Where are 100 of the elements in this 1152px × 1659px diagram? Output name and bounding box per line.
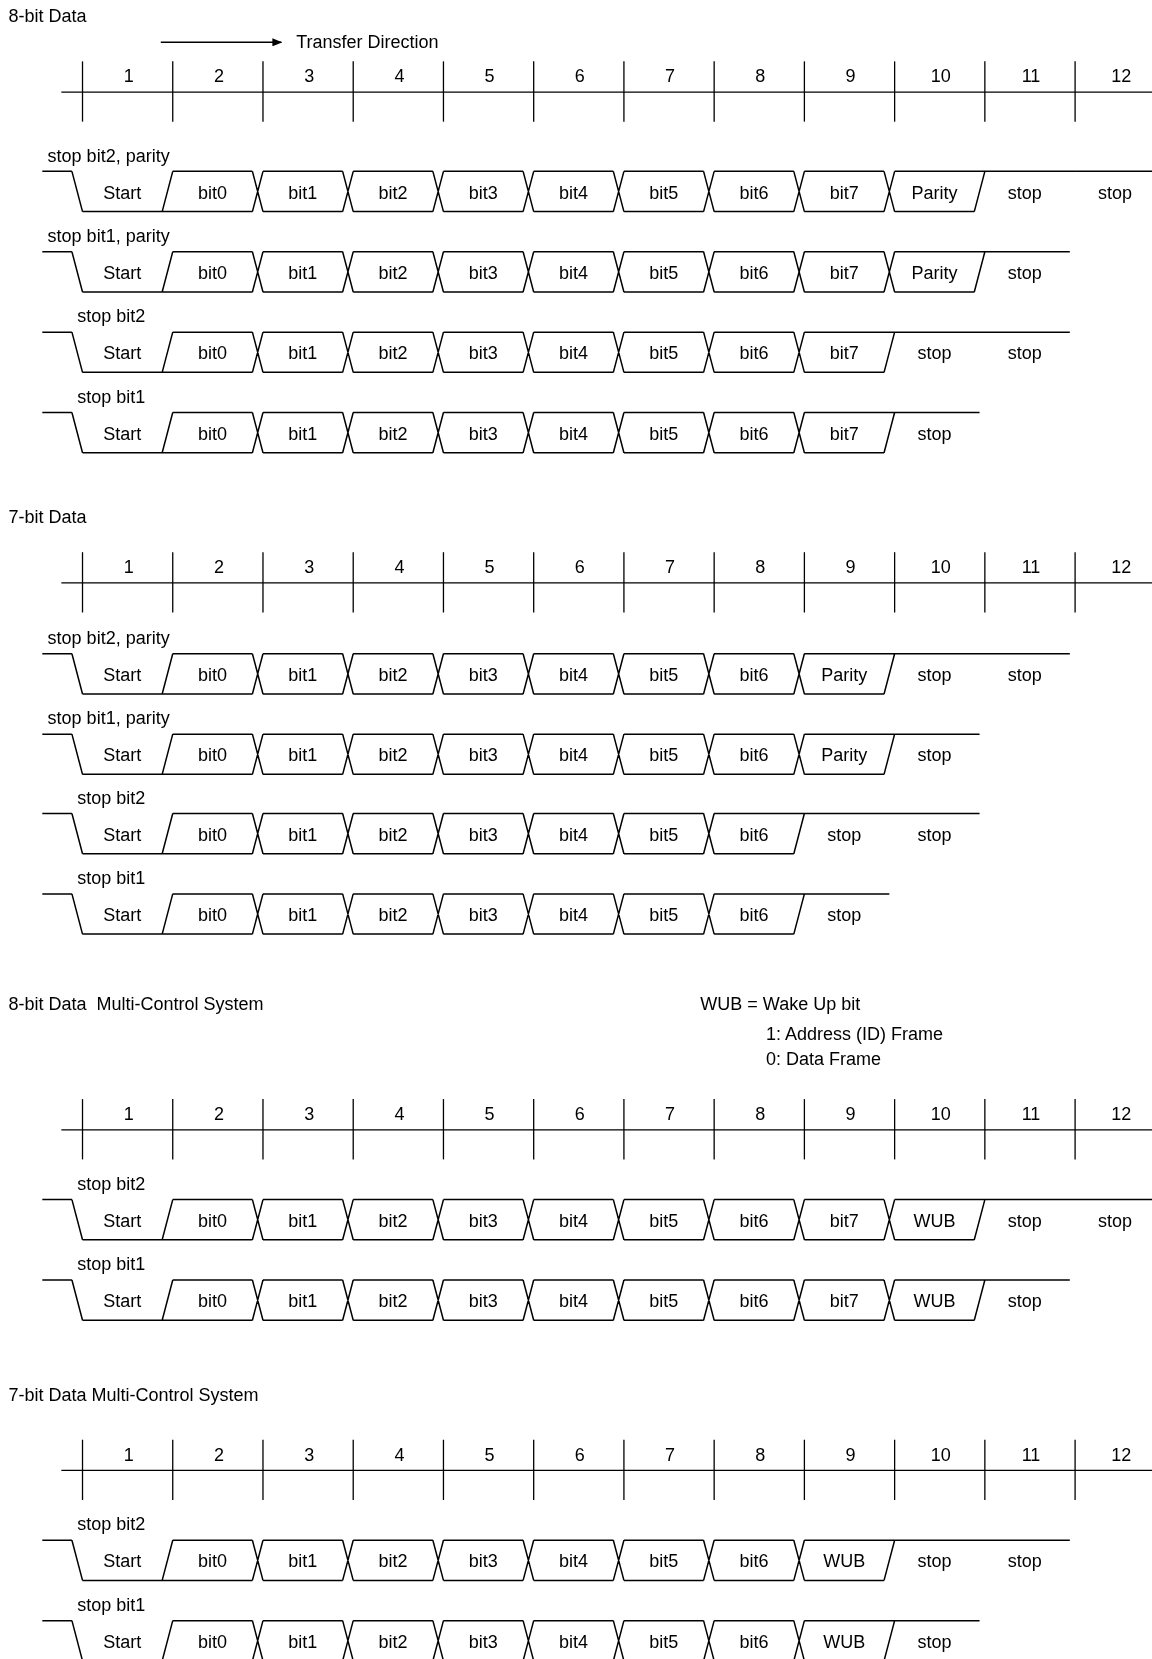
bit-position-number: 2 (213, 67, 224, 86)
bit-label: Start (103, 1211, 142, 1230)
bit-position-number: 7 (665, 67, 676, 86)
bit-position-number: 6 (574, 1445, 585, 1464)
bit-position-number: 7 (665, 1104, 676, 1123)
bit-label: bit1 (288, 1632, 318, 1651)
bit-label: bit4 (559, 665, 588, 684)
frame-format-label: stop bit2, parity (47, 628, 170, 647)
bit-position-number: 10 (930, 1104, 951, 1123)
bit-label: bit4 (559, 1632, 588, 1651)
direction-label: Transfer Direction (296, 33, 439, 52)
bit-label: bit5 (649, 183, 679, 202)
bit-label: bit6 (739, 183, 769, 202)
frame-format-label: stop bit1 (77, 1255, 146, 1274)
bit-label: bit1 (288, 263, 318, 282)
bit-position-number: 5 (484, 1104, 495, 1123)
bit-label: bit0 (198, 906, 228, 925)
bit-label: WUB (823, 1632, 866, 1651)
bit-label: bit3 (468, 344, 498, 363)
bit-label: bit3 (468, 424, 498, 443)
bit-label: bit7 (829, 1211, 859, 1230)
bit-position-number: 6 (574, 67, 585, 86)
bit-label: bit6 (739, 1632, 769, 1651)
bit-label: WUB (823, 1552, 866, 1571)
bit-label: WUB (913, 1211, 956, 1230)
bit-label: bit1 (288, 183, 318, 202)
bit-label: bit2 (378, 183, 408, 202)
bit-label: Start (103, 263, 142, 282)
bit-label: Start (103, 906, 142, 925)
bit-position-number: 10 (930, 558, 951, 576)
bit-position-number: 11 (1021, 1445, 1041, 1464)
bit-label: stop (827, 825, 862, 844)
bit-position-number: 4 (394, 67, 405, 86)
bit-label: bit6 (739, 1292, 769, 1311)
bit-label: bit5 (649, 746, 679, 765)
bit-position-number: 6 (574, 1104, 585, 1123)
bit-label: Parity (911, 183, 958, 202)
frame-format-label: stop bit2 (77, 1515, 146, 1534)
bit-position-number: 3 (304, 67, 315, 86)
bit-label: stop (1097, 183, 1132, 202)
bit-position-number: 7 (665, 1445, 676, 1464)
bit-position-number: 9 (845, 67, 856, 86)
bit-label: Start (103, 1552, 142, 1571)
bit-position-number: 1 (123, 1104, 134, 1123)
bit-label: bit2 (378, 1552, 408, 1571)
bit-label: bit6 (739, 665, 769, 684)
bit-label: bit2 (378, 1211, 408, 1230)
bit-label: bit5 (649, 906, 679, 925)
bit-label: bit2 (378, 1632, 408, 1651)
bit-label: bit0 (198, 1552, 228, 1571)
bit-label: bit7 (829, 263, 859, 282)
bit-label: stop (1007, 1211, 1042, 1230)
bit-label: Start (103, 746, 142, 765)
bit-label: bit1 (288, 746, 318, 765)
bit-label: bit4 (559, 825, 588, 844)
bit-position-number: 11 (1021, 1104, 1041, 1123)
bit-label: bit4 (559, 263, 588, 282)
bit-position-number: 12 (1111, 67, 1132, 86)
bit-position-number: 2 (213, 558, 224, 576)
bit-label: Start (103, 344, 142, 363)
bit-label: bit5 (649, 344, 679, 363)
bit-label: bit1 (288, 825, 318, 844)
bit-label: bit5 (649, 1292, 679, 1311)
frame-format-label: stop bit1 (77, 869, 146, 887)
bit-label: bit2 (378, 344, 408, 363)
bit-label: bit3 (468, 825, 498, 844)
bit-label: bit6 (739, 746, 769, 765)
bit-position-number: 11 (1021, 558, 1041, 576)
bit-label: bit5 (649, 825, 679, 844)
bit-position-number: 3 (304, 558, 315, 576)
bit-label: bit6 (739, 1211, 769, 1230)
bit-position-number: 12 (1111, 1104, 1132, 1123)
bit-label: bit0 (198, 665, 228, 684)
bit-label: stop (1007, 263, 1042, 282)
bit-label: bit3 (468, 906, 498, 925)
bit-label: Start (103, 665, 142, 684)
bit-position-number: 9 (845, 558, 856, 576)
bit-label: stop (1007, 665, 1042, 684)
bit-label: bit2 (378, 746, 408, 765)
bit-label: bit3 (468, 1552, 498, 1571)
bit-label: stop (1007, 183, 1042, 202)
bit-position-number: 10 (930, 67, 951, 86)
bit-label: bit7 (829, 424, 859, 443)
bit-label: stop (917, 424, 952, 443)
bit-label: bit6 (739, 906, 769, 925)
bit-label: bit2 (378, 825, 408, 844)
frame-format-label: stop bit1 (77, 1595, 146, 1614)
bit-label: bit0 (198, 424, 228, 443)
bit-label: bit5 (649, 1552, 679, 1571)
bit-label: bit1 (288, 424, 318, 443)
bit-label: bit6 (739, 825, 769, 844)
bit-position-number: 9 (845, 1445, 856, 1464)
bit-label: bit7 (829, 183, 859, 202)
section-heading: 8-bit Data (8, 6, 87, 25)
bit-label: bit1 (288, 1292, 318, 1311)
bit-label: bit0 (198, 1632, 228, 1651)
bit-label: stop (1007, 1552, 1042, 1571)
bit-position-number: 2 (213, 1104, 224, 1123)
bit-label: bit1 (288, 906, 318, 925)
bit-label: bit2 (378, 906, 408, 925)
